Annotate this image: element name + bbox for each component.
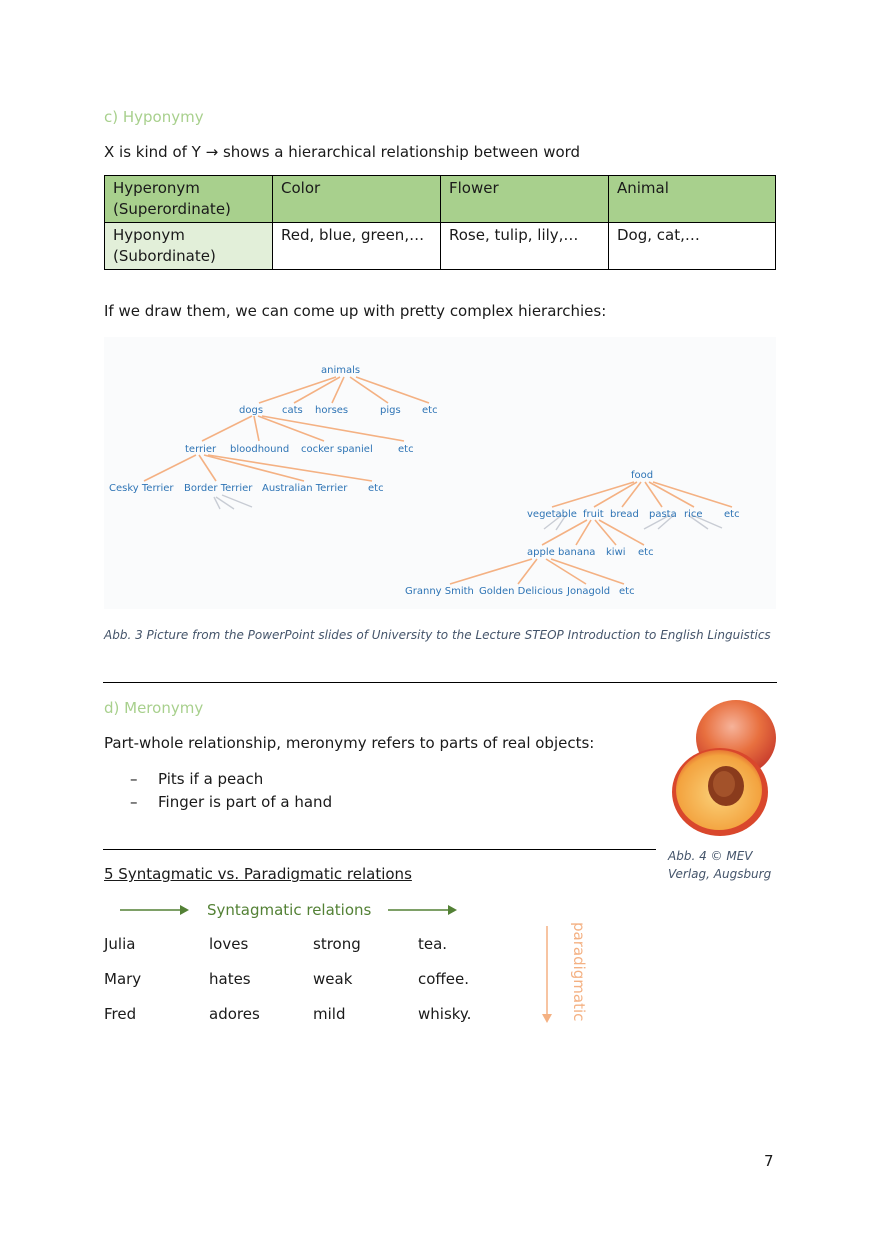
- table-row: Hyperonym (Superordinate) Color Flower A…: [104, 175, 776, 223]
- table-cell: Rose, tulip, lily,…: [440, 222, 609, 270]
- node-vegetable: vegetable: [527, 509, 577, 520]
- section-divider: [103, 849, 656, 850]
- node-bloodhound: bloodhound: [230, 444, 289, 455]
- node-bread: bread: [610, 509, 639, 520]
- grid-cell: whisky.: [418, 1005, 472, 1023]
- node-pasta: pasta: [649, 509, 677, 520]
- node-etc: etc: [368, 483, 384, 494]
- table-cell: Color: [272, 175, 441, 223]
- grid-cell: strong: [313, 935, 361, 953]
- hierarchy-diagram: animals dogs cats horses pigs etc terrie…: [104, 337, 776, 609]
- node-cesky-terrier: Cesky Terrier: [109, 483, 174, 494]
- table-cell: Hyperonym (Superordinate): [104, 175, 273, 223]
- node-animals: animals: [321, 365, 360, 376]
- table-cell: Animal: [608, 175, 776, 223]
- table-cell: Dog, cat,…: [608, 222, 776, 270]
- paradigmatic-label: paradigmatic: [570, 922, 588, 1022]
- peach-image: [664, 694, 780, 844]
- syntagmatic-arrow-left: [120, 905, 189, 915]
- node-granny-smith: Granny Smith: [405, 586, 474, 597]
- meronymy-heading: d) Meronymy: [104, 699, 204, 717]
- grid-cell: mild: [313, 1005, 346, 1023]
- grid-cell: weak: [313, 970, 353, 988]
- grid-cell: Fred: [104, 1005, 137, 1023]
- node-horses: horses: [315, 405, 348, 416]
- node-australian-terrier: Australian Terrier: [262, 483, 348, 494]
- image-caption: Abb. 4 © MEV Verlag, Augsburg: [668, 847, 771, 883]
- grid-cell: Julia: [104, 935, 136, 953]
- node-cats: cats: [282, 405, 303, 416]
- node-food: food: [631, 470, 653, 481]
- bullet-marker: –: [130, 793, 138, 811]
- table-cell: Flower: [440, 175, 609, 223]
- table-row: Hyponym (Subordinate) Red, blue, green,……: [104, 222, 776, 270]
- hierarchy-svg: animals dogs cats horses pigs etc terrie…: [109, 365, 740, 597]
- hierarchy-intro: If we draw them, we can come up with pre…: [104, 302, 607, 320]
- node-dogs: dogs: [239, 405, 263, 416]
- node-kiwi: kiwi: [606, 547, 626, 558]
- node-etc: etc: [619, 586, 635, 597]
- node-jonagold: Jonagold: [566, 586, 610, 597]
- list-item: – Finger is part of a hand: [130, 791, 332, 814]
- grid-cell: adores: [209, 1005, 260, 1023]
- node-cocker-spaniel: cocker spaniel: [301, 444, 373, 455]
- meronymy-list: – Pits if a peach – Finger is part of a ha…: [130, 768, 332, 814]
- bullet-marker: –: [130, 770, 138, 788]
- list-item-text: Finger is part of a hand: [158, 793, 333, 811]
- list-item-text: Pits if a peach: [158, 770, 264, 788]
- syntagmatic-label: Syntagmatic relations: [207, 901, 372, 919]
- node-pigs: pigs: [380, 405, 401, 416]
- relations-heading: 5 Syntagmatic vs. Paradigmatic relations: [104, 865, 412, 883]
- hyponymy-heading: c) Hyponymy: [104, 108, 204, 126]
- node-terrier: terrier: [185, 444, 217, 455]
- hyponymy-definition: X is kind of Y → shows a hierarchical re…: [104, 143, 581, 161]
- image-caption-line: Abb. 4 © MEV: [668, 849, 753, 863]
- hyponymy-table: Hyperonym (Superordinate) Color Flower A…: [104, 175, 776, 270]
- grid-cell: hates: [209, 970, 251, 988]
- page-number: 7: [764, 1152, 774, 1170]
- grid-cell: tea.: [418, 935, 448, 953]
- node-rice: rice: [684, 509, 703, 520]
- node-fruit: fruit: [583, 509, 604, 520]
- node-border-terrier: Border Terrier: [184, 483, 253, 494]
- grid-cell: coffee.: [418, 970, 469, 988]
- paradigmatic-arrow: [542, 926, 552, 1023]
- table-cell: Hyponym (Subordinate): [104, 222, 273, 270]
- section-divider: [103, 682, 777, 683]
- figure-caption: Abb. 3 Picture from the PowerPoint slide…: [104, 628, 771, 642]
- node-banana: banana: [558, 547, 595, 558]
- list-item: – Pits if a peach: [130, 768, 332, 791]
- node-etc: etc: [638, 547, 654, 558]
- grid-cell: loves: [209, 935, 249, 953]
- meronymy-definition: Part-whole relationship, meronymy refers…: [104, 734, 595, 752]
- image-caption-line: Verlag, Augsburg: [668, 867, 772, 881]
- node-etc: etc: [398, 444, 414, 455]
- table-cell: Red, blue, green,…: [272, 222, 441, 270]
- node-apple: apple: [527, 547, 555, 558]
- node-golden-delicious: Golden Delicious: [479, 586, 563, 597]
- syntagmatic-arrow-right: [388, 905, 457, 915]
- grid-cell: Mary: [104, 970, 142, 988]
- node-etc: etc: [422, 405, 438, 416]
- node-etc: etc: [724, 509, 740, 520]
